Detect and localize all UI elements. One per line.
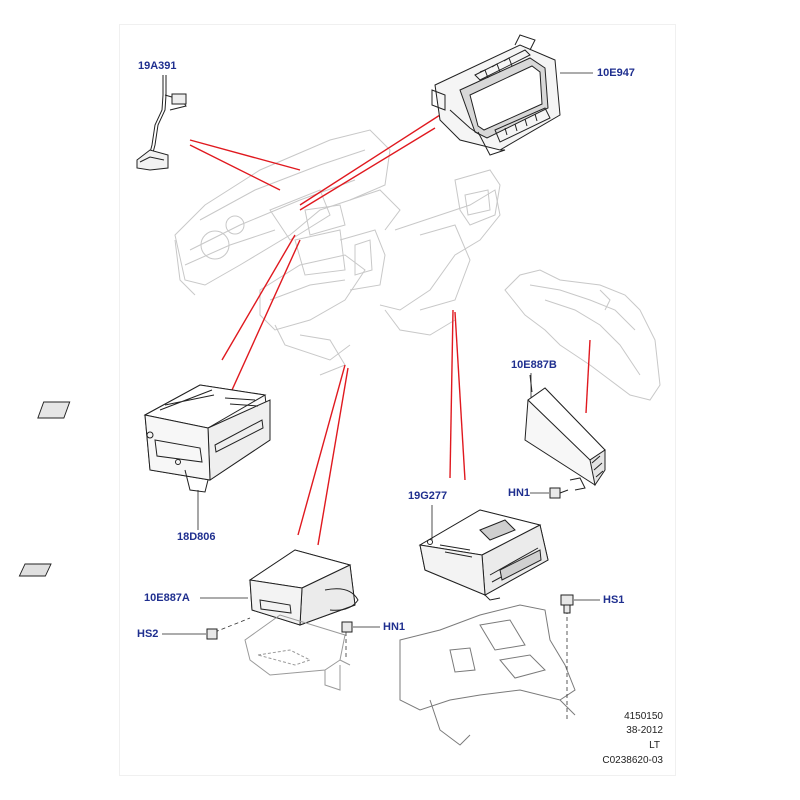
callout-10E887B: 10E887B [511, 359, 557, 371]
callout-10E887A: 10E887A [144, 592, 190, 604]
part-19A391-cable [136, 75, 187, 171]
callout-19A391: 19A391 [138, 60, 177, 72]
vehicle-interior-ghost [174, 129, 661, 401]
ref-line-4: C0238620-03 [602, 755, 663, 766]
callout-19G277: 19G277 [408, 490, 448, 502]
ref-line-2: 38-2012 [626, 725, 663, 736]
part-18D806-media-player [37, 384, 271, 493]
callout-hn1-lower: HN1 [383, 621, 406, 633]
fastener-hn1-lower [341, 621, 353, 633]
leader-lines [189, 114, 591, 546]
part-10E887B-module [524, 374, 606, 491]
callout-18D806: 18D806 [177, 531, 216, 543]
part-10E887A-module [18, 549, 359, 626]
fastener-hs1 [560, 594, 574, 614]
part-19G277-module [418, 509, 549, 601]
callout-hs1: HS1 [603, 594, 625, 606]
fastener-hn1-upper [530, 487, 569, 499]
ref-line-1: 4150150 [624, 711, 663, 722]
callout-hs2: HS2 [137, 628, 159, 640]
bracket-lower-left [244, 614, 351, 691]
part-10E947-display [431, 34, 561, 156]
fastener-hs2 [206, 628, 218, 640]
callout-hn1-upper: HN1 [508, 487, 531, 499]
callout-10E947: 10E947 [597, 67, 635, 79]
bracket-lower-right [399, 604, 576, 746]
dash-hs2 [214, 617, 251, 633]
ref-line-3: LT [649, 740, 660, 751]
